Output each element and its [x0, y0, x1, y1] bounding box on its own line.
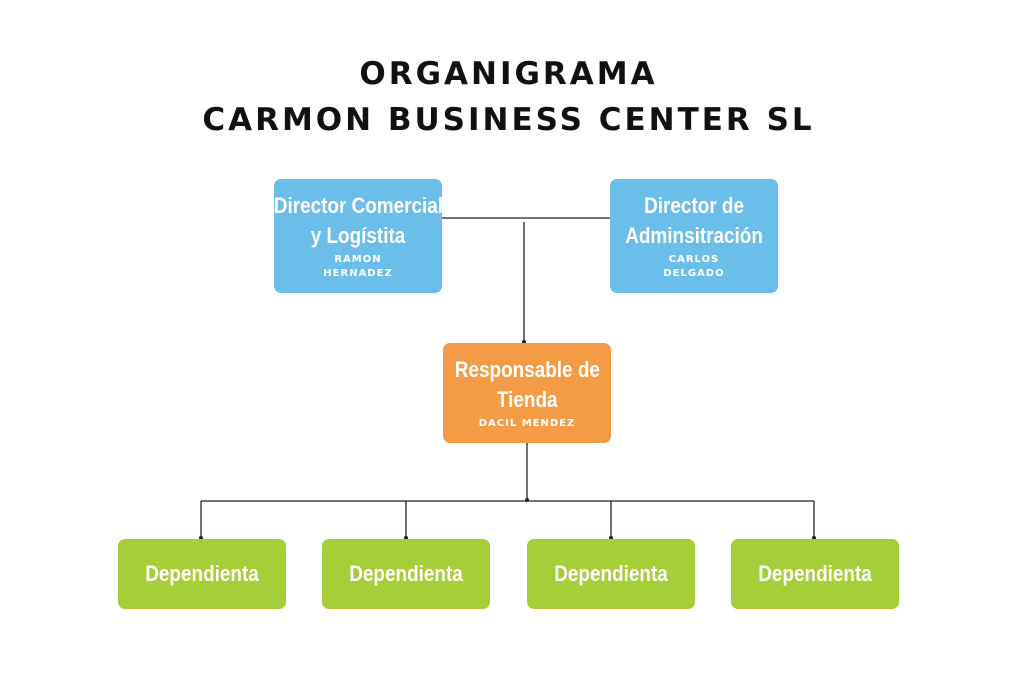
node-role: Dependienta [349, 561, 463, 586]
node-dependienta-1: Dependienta [118, 539, 286, 609]
chart-title-line1: ORGANIGRAMA [359, 56, 658, 92]
node-director-administracion: Director de Adminsitración CARLOS DELGAD… [610, 179, 778, 293]
node-person: DELGADO [663, 268, 725, 279]
node-role: Dependienta [145, 561, 259, 586]
node-director-comercial: Director Comercial y Logístita RAMON HER… [273, 179, 443, 293]
node-dependienta-3: Dependienta [527, 539, 695, 609]
node-dependienta-2: Dependienta [322, 539, 490, 609]
node-role: Director de [644, 193, 744, 218]
chart-title-line2: CARMON BUSINESS CENTER SL [202, 102, 815, 138]
node-role: Director Comercial [273, 193, 443, 218]
node-role: Dependienta [758, 561, 872, 586]
node-role: Dependienta [554, 561, 668, 586]
node-role: Adminsitración [625, 223, 763, 248]
node-role: y Logístita [310, 223, 406, 248]
node-dependienta-4: Dependienta [731, 539, 899, 609]
node-person: DACIL MENDEZ [478, 418, 576, 429]
node-person: CARLOS [668, 254, 720, 265]
node-person: RAMON [334, 254, 382, 265]
node-role: Responsable de [454, 357, 600, 382]
node-role: Tienda [496, 387, 558, 412]
node-responsable-tienda: Responsable de Tienda DACIL MENDEZ [443, 343, 611, 443]
node-person: HERNADEZ [323, 268, 393, 279]
